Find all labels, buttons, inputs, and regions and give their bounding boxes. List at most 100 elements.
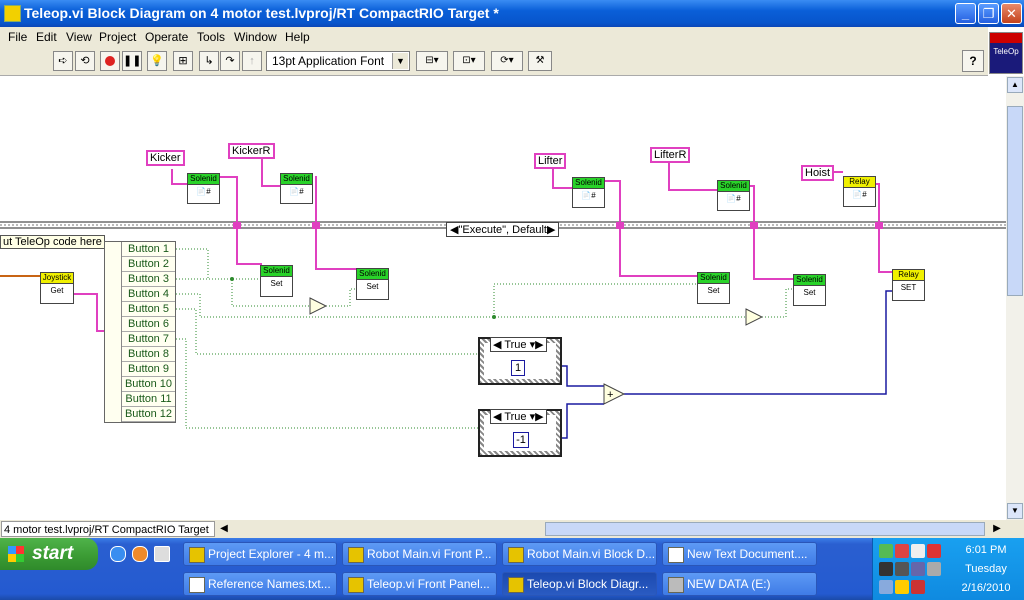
scroll-left-icon[interactable]: ◀ — [220, 523, 228, 534]
highlight-execution-icon[interactable]: 💡 — [147, 51, 167, 71]
menu-view[interactable]: View — [66, 30, 92, 44]
tray-icon[interactable] — [879, 562, 893, 576]
list-item[interactable]: Button 6 — [122, 317, 175, 332]
taskbar-item[interactable]: NEW DATA (E:) — [662, 572, 817, 596]
case-prev-icon[interactable]: ◀ — [450, 224, 459, 236]
case-selector-true[interactable]: ◀ True ▾▶ — [490, 409, 547, 424]
reorder-icon[interactable]: ⟳▾ — [491, 51, 523, 71]
list-item[interactable]: Button 5 — [122, 302, 175, 317]
taskbar-item[interactable]: Reference Names.txt... — [183, 572, 337, 596]
taskbar-item[interactable]: Teleop.vi Front Panel... — [342, 572, 497, 596]
list-item[interactable]: Button 10 — [122, 377, 175, 392]
pause-icon[interactable]: ❚❚ — [122, 51, 142, 71]
menu-window[interactable]: Window — [234, 30, 277, 44]
quicklaunch-icon[interactable] — [154, 546, 170, 562]
step-over-icon[interactable]: ↷ — [220, 51, 240, 71]
taskbar-item[interactable]: Robot Main.vi Block D... — [502, 542, 657, 566]
hoist-control[interactable]: Hoist — [801, 165, 835, 181]
constant-negative-one[interactable]: -1 — [513, 432, 529, 448]
case-structure-negative[interactable]: ◀ True ▾▶ -1 — [478, 409, 562, 457]
list-item[interactable]: Button 8 — [122, 347, 175, 362]
unbundle-by-name[interactable]: Button 1 Button 2 Button 3 Button 4 Butt… — [104, 241, 176, 423]
clean-up-diagram-icon[interactable]: ⚒ — [528, 51, 552, 71]
help-icon[interactable]: ? — [962, 50, 984, 72]
kicker-control[interactable]: Kicker — [146, 150, 185, 166]
list-item[interactable]: Button 4 — [122, 287, 175, 302]
tray-icon[interactable] — [927, 562, 941, 576]
maximize-button[interactable]: ❐ — [978, 3, 999, 24]
list-item[interactable]: Button 2 — [122, 257, 175, 272]
list-item[interactable]: Button 3 — [122, 272, 175, 287]
tray-icon[interactable] — [911, 562, 925, 576]
vertical-scrollbar[interactable]: ▲ ▼ — [1006, 76, 1024, 520]
taskbar-item-active[interactable]: Teleop.vi Block Diagr... — [502, 572, 657, 596]
abort-icon[interactable] — [100, 51, 120, 71]
list-item[interactable]: Button 11 — [122, 392, 175, 407]
security-shield-icon[interactable] — [895, 580, 909, 594]
distribute-objects-icon[interactable]: ⊡▾ — [453, 51, 485, 71]
list-item[interactable]: Button 7 — [122, 332, 175, 347]
ie-icon[interactable] — [110, 546, 126, 562]
constant-one[interactable]: 1 — [511, 360, 525, 376]
taskbar-item[interactable]: Project Explorer - 4 m... — [183, 542, 337, 566]
menu-edit[interactable]: Edit — [36, 30, 57, 44]
run-arrow-icon[interactable]: ➪ — [53, 51, 73, 71]
solenoid-open-vi[interactable]: Solenid📄# — [572, 177, 605, 208]
scroll-up-icon[interactable]: ▲ — [1007, 77, 1023, 93]
block-diagram[interactable]: + ◀"Execute", Default▶ ut TeleOp code he… — [0, 76, 1006, 520]
scroll-down-icon[interactable]: ▼ — [1007, 503, 1023, 519]
run-continuously-icon[interactable]: ⟲ — [75, 51, 95, 71]
menu-operate[interactable]: Operate — [145, 30, 189, 44]
firefox-icon[interactable] — [132, 546, 148, 562]
case-selector[interactable]: ◀"Execute", Default▶ — [446, 222, 560, 237]
menu-help[interactable]: Help — [285, 30, 310, 44]
align-objects-icon[interactable]: ⊟▾ — [416, 51, 448, 71]
minimize-button[interactable]: _ — [955, 3, 976, 24]
list-item[interactable]: Button 1 — [122, 242, 175, 257]
tray-icon[interactable] — [879, 580, 893, 594]
joystick-get-label: Get — [50, 286, 64, 295]
tray-icon[interactable] — [879, 544, 893, 558]
case-selector-true[interactable]: ◀ True ▾▶ — [490, 337, 547, 352]
step-out-icon[interactable]: ↑ — [242, 51, 262, 71]
font-select[interactable]: 13pt Application Font ▼ — [266, 51, 410, 71]
case-structure-positive[interactable]: ◀ True ▾▶ 1 — [478, 337, 562, 385]
step-into-icon[interactable]: ↳ — [199, 51, 219, 71]
menu-file[interactable]: File — [8, 30, 28, 44]
case-tunnels — [233, 222, 883, 229]
close-button[interactable]: ✕ — [1001, 3, 1022, 24]
solenoid-open-vi[interactable]: Solenid📄# — [187, 173, 220, 204]
horizontal-scroll-thumb[interactable] — [545, 522, 985, 536]
title-bar[interactable]: Teleop.vi Block Diagram on 4 motor test.… — [0, 0, 1024, 27]
solenoid-open-vi[interactable]: Solenid📄# — [717, 180, 750, 211]
taskbar-item[interactable]: Robot Main.vi Front P... — [342, 542, 497, 566]
vertical-scroll-thumb[interactable] — [1007, 106, 1023, 296]
tray-icon[interactable] — [927, 544, 941, 558]
horizontal-scrollbar[interactable]: ◀ ▶ — [0, 520, 1024, 538]
relay-open-vi[interactable]: Relay📄# — [843, 176, 876, 207]
tray-icon[interactable] — [911, 580, 925, 594]
start-button[interactable]: start — [0, 538, 98, 570]
kickerr-control[interactable]: KickerR — [228, 143, 275, 159]
tray-icon[interactable] — [895, 544, 909, 558]
list-item[interactable]: Button 12 — [122, 407, 175, 422]
case-next-icon[interactable]: ▶ — [547, 224, 556, 236]
network-icon[interactable] — [895, 562, 909, 576]
lifter-control[interactable]: Lifter — [534, 153, 567, 169]
scroll-right-icon[interactable]: ▶ — [993, 523, 1001, 534]
clock-time[interactable]: 6:01 PM — [965, 544, 1007, 556]
solenoid-open-vi[interactable]: Solenid📄# — [280, 173, 313, 204]
menu-tools[interactable]: Tools — [197, 30, 226, 44]
retain-wire-values-icon[interactable]: ⊞ — [173, 51, 193, 71]
list-item[interactable]: Button 9 — [122, 362, 175, 377]
menu-project[interactable]: Project — [99, 30, 137, 44]
lifterr-control[interactable]: LifterR — [650, 147, 691, 163]
taskbar-item[interactable]: New Text Document.... — [662, 542, 817, 566]
volume-icon[interactable] — [911, 544, 925, 558]
